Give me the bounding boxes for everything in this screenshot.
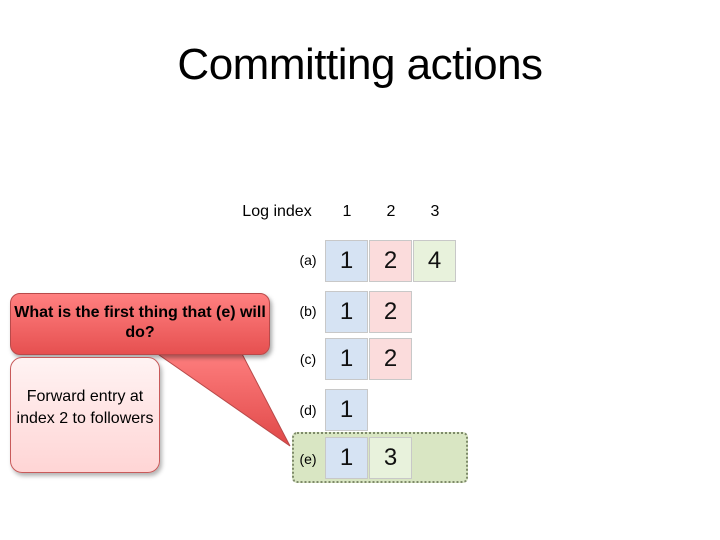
- log-entry-b-1: 1: [325, 291, 368, 333]
- row-label-d: (d): [299, 402, 317, 418]
- log-entry-a-1: 1: [325, 240, 368, 282]
- log-index-1: 1: [342, 203, 352, 220]
- log-index-label: Log index: [242, 203, 312, 220]
- answer-text: Forward entry at index 2 to followers: [16, 388, 154, 427]
- row-label-b: (b): [299, 303, 317, 319]
- slide-title: Committing actions: [177, 40, 543, 89]
- log-entry-c-1: 1: [325, 338, 368, 380]
- row-label-a: (a): [299, 252, 317, 268]
- log-entry-d-1: 1: [325, 389, 368, 431]
- row-label-e: (e): [299, 451, 317, 467]
- question-callout: [10, 293, 270, 355]
- log-entry-a-3: 4: [413, 240, 456, 282]
- log-entry-a-2: 2: [369, 240, 412, 282]
- log-entry-c-2: 2: [369, 338, 412, 380]
- answer-callout: [10, 357, 160, 473]
- log-entry-b-2: 2: [369, 291, 412, 333]
- log-index-3: 3: [430, 203, 440, 220]
- log-index-2: 2: [386, 203, 396, 220]
- question-text: What is the first thing that (e) will do…: [14, 304, 266, 341]
- row-label-c: (c): [299, 351, 317, 367]
- log-entry-e-1: 1: [325, 437, 368, 479]
- log-entry-e-2: 3: [369, 437, 412, 479]
